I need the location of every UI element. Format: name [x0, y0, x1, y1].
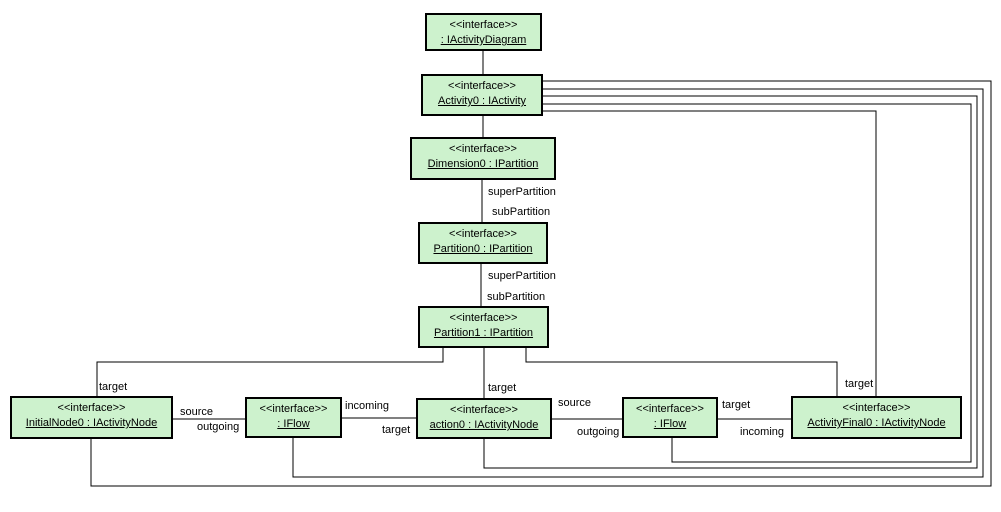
node-stereotype: <<interface>> [57, 402, 126, 414]
node-initialnode0[interactable]: <<interface>> InitialNode0 : IActivityNo… [10, 396, 173, 439]
node-name: ActivityFinal0 : IActivityNode [807, 417, 946, 429]
edge-label-target-activityfinal0: target [845, 378, 874, 390]
node-stereotype: <<interface>> [842, 402, 911, 414]
node-iflow1[interactable]: <<interface>> : IFlow [622, 397, 718, 438]
edge-partition1-activityfinal0 [525, 348, 838, 396]
node-stereotype: <<interface>> [449, 228, 517, 240]
edge-label-target-initialnode0: target [99, 381, 128, 393]
node-stereotype: <<interface>> [448, 80, 516, 92]
node-stereotype: <<interface>> [259, 403, 328, 415]
node-name: Dimension0 : IPartition [427, 158, 539, 170]
node-name: : IActivityDiagram [440, 34, 527, 46]
node-name: action0 : IActivityNode [429, 419, 539, 431]
node-dimension0[interactable]: <<interface>> Dimension0 : IPartition [410, 137, 556, 180]
node-stereotype: <<interface>> [636, 403, 704, 415]
edge-activity0-iflow1 [543, 103, 972, 463]
node-stereotype: <<interface>> [449, 312, 518, 324]
edge-label-target-action0: target [488, 382, 517, 394]
edge-label-incoming-1: incoming [345, 400, 390, 412]
edge-activity0-activityfinal0 [543, 110, 877, 396]
edge-label-target-iflow0: target [382, 424, 411, 436]
node-name: Partition1 : IPartition [433, 327, 534, 339]
node-iflow0[interactable]: <<interface>> : IFlow [245, 397, 342, 438]
node-stereotype: <<interface>> [449, 19, 518, 31]
node-stereotype: <<interface>> [449, 143, 517, 155]
node-partition1[interactable]: <<interface>> Partition1 : IPartition [418, 306, 549, 348]
edge-label-target-iflow1: target [722, 399, 751, 411]
node-name: : IFlow [277, 418, 310, 430]
node-stereotype: <<interface>> [450, 404, 518, 416]
edge-partition1-initialnode0 [96, 348, 444, 396]
node-iactivitydiagram[interactable]: <<interface>> : IActivityDiagram [425, 13, 542, 51]
node-activityfinal0[interactable]: <<interface>> ActivityFinal0 : IActivity… [791, 396, 962, 439]
edge-label-outgoing-1: outgoing [197, 421, 240, 433]
edge-label-subpartition-2: subPartition [487, 291, 546, 303]
node-name: : IFlow [653, 418, 687, 430]
edge-label-source-1: source [180, 406, 214, 418]
node-activity0[interactable]: <<interface>> Activity0 : IActivity [421, 74, 543, 116]
node-name: Partition0 : IPartition [433, 243, 533, 255]
node-action0[interactable]: <<interface>> action0 : IActivityNode [416, 398, 552, 439]
edge-activity0-action0 [483, 95, 978, 469]
edge-label-incoming-2: incoming [740, 426, 785, 438]
edge-label-source-2: source [558, 397, 592, 409]
edge-activity0-initialnode0 [90, 80, 992, 487]
edge-label-superpartition-1: superPartition [488, 186, 556, 198]
edge-activity0-iflow0 [292, 88, 984, 478]
edge-label-subpartition-1: subPartition [492, 206, 551, 218]
node-name: Activity0 : IActivity [437, 95, 527, 107]
edge-label-superpartition-2: superPartition [488, 270, 556, 282]
edge-label-outgoing-2: outgoing [577, 426, 620, 438]
node-partition0[interactable]: <<interface>> Partition0 : IPartition [418, 222, 548, 264]
node-name: InitialNode0 : IActivityNode [25, 417, 158, 429]
